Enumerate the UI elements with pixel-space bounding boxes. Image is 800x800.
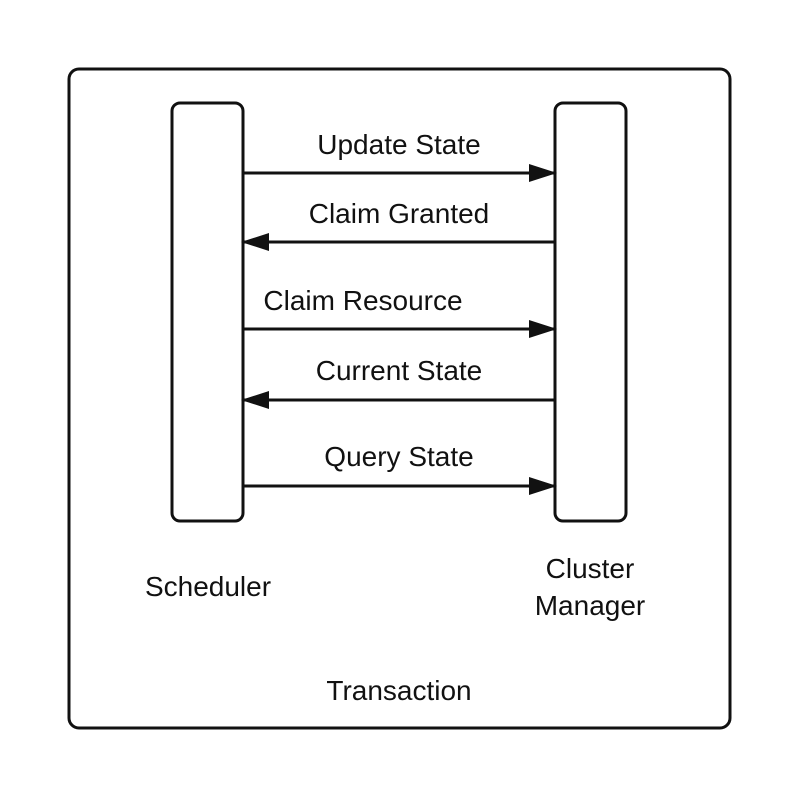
current-state-label: Current State — [316, 355, 483, 386]
claim-resource-label: Claim Resource — [263, 285, 462, 316]
scheduler-lifeline — [170, 101, 245, 523]
scheduler-label: Scheduler — [145, 571, 271, 602]
update-state-label: Update State — [317, 129, 480, 160]
transaction-label: Transaction — [326, 675, 471, 706]
transaction-frame — [67, 67, 732, 730]
cluster-manager-label-line1: Cluster — [546, 553, 635, 584]
query-state-label: Query State — [324, 441, 473, 472]
cluster-manager-lifeline — [553, 101, 628, 523]
cluster-manager-label-line2: Manager — [535, 590, 646, 621]
claim-granted-label: Claim Granted — [309, 198, 490, 229]
